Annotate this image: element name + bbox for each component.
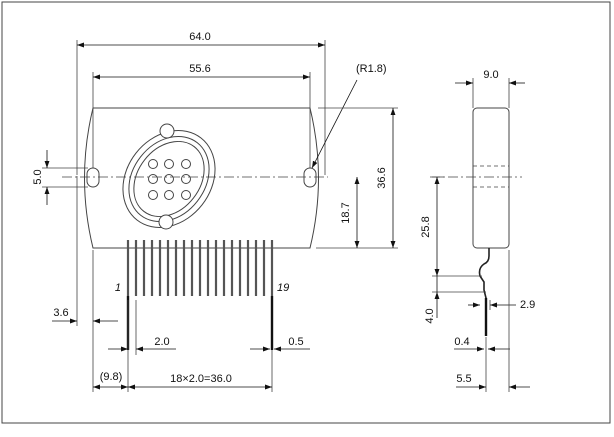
ejector-pin-top <box>159 123 175 139</box>
side-body <box>472 107 510 249</box>
package-body <box>84 107 319 249</box>
pin-14 <box>230 240 234 296</box>
pin-4 <box>150 240 154 296</box>
side-lead <box>478 248 490 332</box>
dim-side-height: 25.8 <box>420 216 432 237</box>
pin-12 <box>214 240 218 296</box>
pin-19 <box>270 240 274 296</box>
drawing-frame <box>1 1 611 424</box>
pin-18 <box>262 240 266 296</box>
pin-1 <box>126 240 130 296</box>
dim-lead-thickness: 0.4 <box>454 336 469 348</box>
front-view: 1 19 64.0 55.6 (R1.8) 5.0 36.6 18.7 <box>32 31 398 392</box>
pin-19-label: 19 <box>277 282 289 294</box>
pin-row <box>126 240 274 350</box>
mounting-slot-right <box>303 167 317 188</box>
pin-2 <box>134 240 138 296</box>
mounting-slot-left <box>86 167 100 188</box>
dim-thickness: 9.0 <box>483 69 498 81</box>
pin-16 <box>246 240 250 296</box>
ejector-pin-bottom <box>158 214 174 230</box>
dim-hole-to-bottom: 18.7 <box>340 202 352 223</box>
dim-overall-width: 64.0 <box>189 31 210 43</box>
dim-hole-height: 5.0 <box>32 169 44 184</box>
pin-15 <box>238 240 242 296</box>
pin-1-label: 1 <box>115 282 121 294</box>
dim-lead-position: 5.5 <box>456 373 471 385</box>
pin-9 <box>190 240 194 296</box>
pin-17 <box>254 240 258 296</box>
dim-lead-offset: 2.9 <box>520 299 535 311</box>
pin-11 <box>206 240 210 296</box>
dim-bend-height: 4.0 <box>424 308 436 323</box>
dim-pin-width: 0.5 <box>288 336 303 348</box>
heatsink-ellipse <box>122 130 216 228</box>
dim-body-height: 36.6 <box>376 167 388 188</box>
dim-hole-pitch: 55.6 <box>189 63 210 75</box>
dim-hole-radius: (R1.8) <box>356 63 387 75</box>
dim-first-pin-offset: (9.8) <box>100 371 123 383</box>
dim-pin-pitch: 2.0 <box>154 336 169 348</box>
pin-8 <box>182 240 186 296</box>
pin-7 <box>174 240 178 296</box>
marker-dots <box>148 159 191 200</box>
pin-3 <box>142 240 146 296</box>
dim-pin-span: 18×2.0=36.0 <box>170 373 232 385</box>
pin-6 <box>166 240 170 296</box>
pin-13 <box>222 240 226 296</box>
dim-left-offset: 3.6 <box>53 307 68 319</box>
pin-5 <box>158 240 162 296</box>
side-view: 9.0 25.8 4.0 2.9 0.4 5.5 <box>420 69 535 392</box>
pin-10 <box>198 240 202 296</box>
